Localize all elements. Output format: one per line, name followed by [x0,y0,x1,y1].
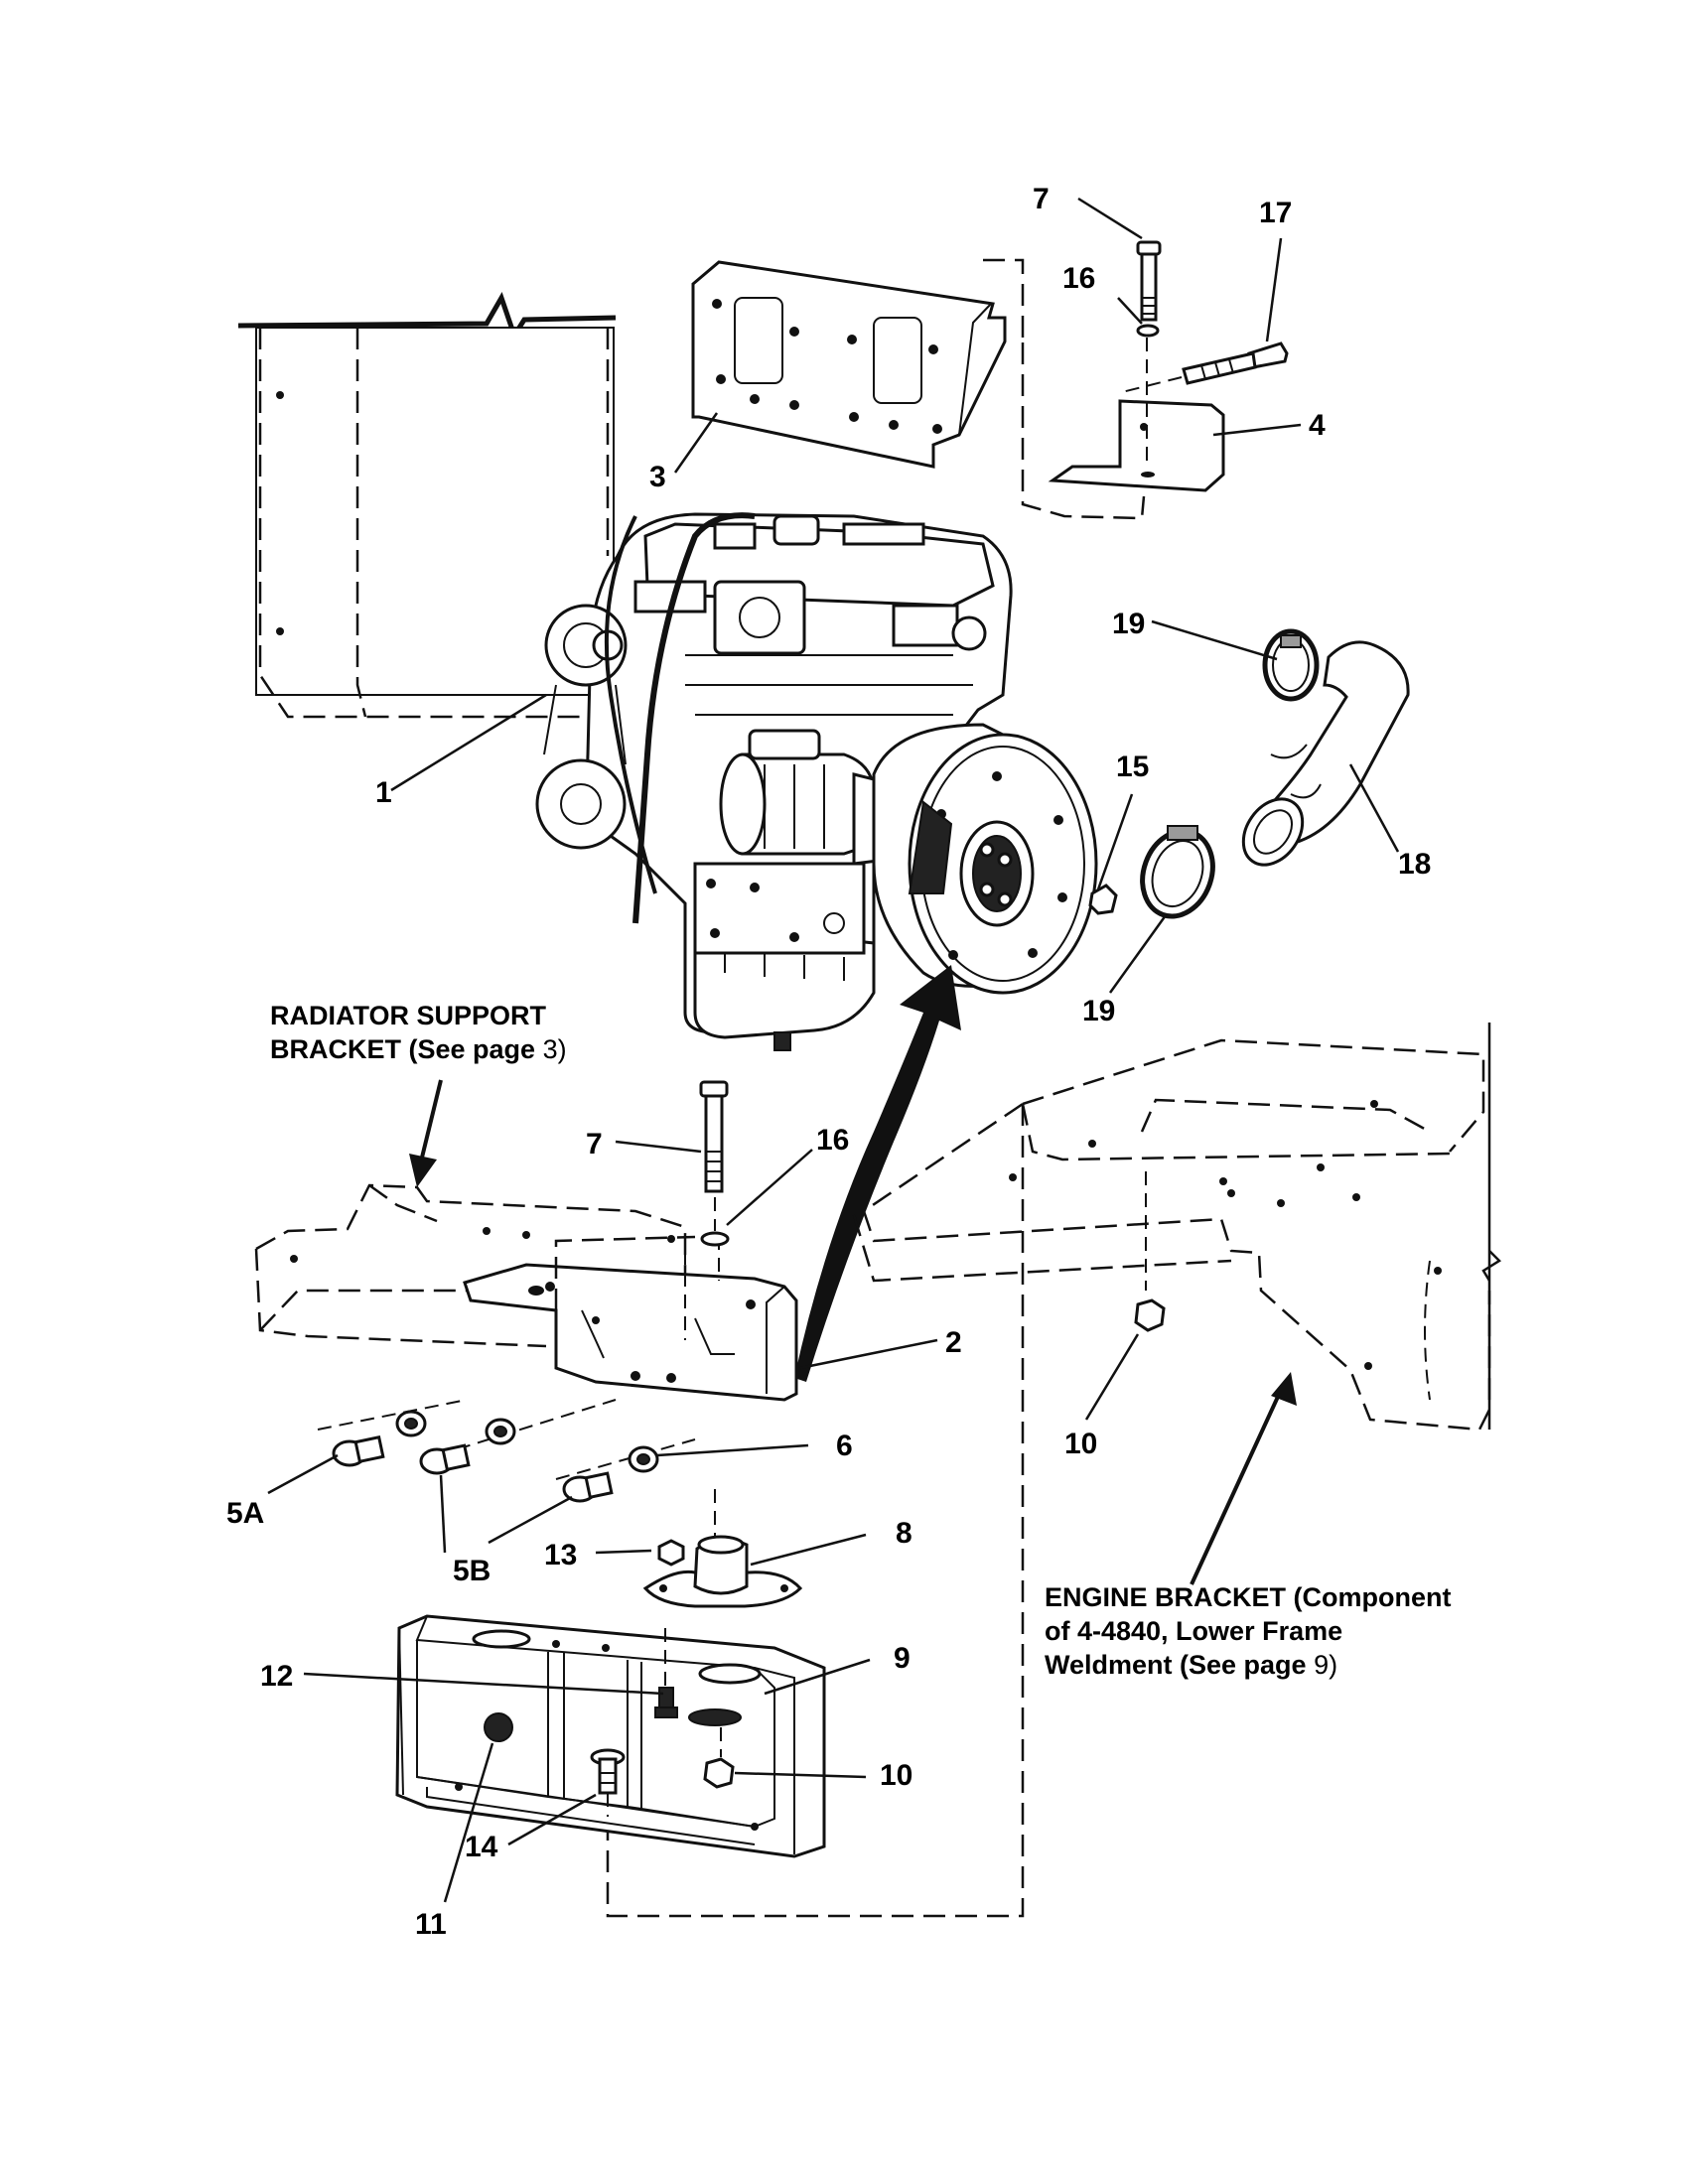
part-6-washer-a [395,1410,427,1437]
part-19-clamp-top [1262,628,1320,702]
callout-17: 17 [1259,197,1293,229]
callout-7-mid: 7 [586,1128,603,1160]
part-5b-bolt-b [562,1471,614,1503]
part-13-nut [657,1539,685,1567]
part-18-hose [1241,640,1410,867]
engine-bracket-note: ENGINE BRACKET (Component of 4-4840, Low… [1045,1580,1451,1682]
callout-13: 13 [544,1539,578,1571]
part-1-engine [535,512,1013,1051]
radiator-note-line1: RADIATOR SUPPORT [270,1001,547,1030]
part-10-nut-base [703,1757,735,1789]
callout-5b: 5B [453,1555,491,1587]
callout-11: 11 [415,1908,447,1941]
part-3-upper-bracket [691,260,1007,469]
part-5a-bolt [332,1434,385,1467]
part-16-washer-mid [700,1231,730,1247]
part-16-washer-top [1136,324,1160,338]
callout-19-low: 19 [1082,995,1116,1027]
callout-5a: 5A [226,1497,265,1530]
callout-1: 1 [375,776,392,809]
callout-10-low: 10 [880,1759,913,1792]
dash-guide-long [606,1104,1025,1918]
part-10-nut-frame [1134,1298,1166,1332]
part-6-washer-b [485,1418,516,1445]
callout-9: 9 [894,1642,911,1675]
note-pointers [409,1079,1297,1585]
callout-8: 8 [896,1517,912,1550]
leader-lines [267,197,1400,1903]
part-7-bolt-mid [699,1080,729,1193]
part-4-angle-bracket [1048,338,1225,492]
callout-18: 18 [1398,848,1432,881]
part-19-clamp-low [1140,825,1215,919]
callout-6: 6 [836,1430,853,1462]
part-9-mount-base [395,1614,826,1858]
callout-2: 2 [945,1326,962,1359]
part-14-bolt [590,1748,626,1817]
callout-3: 3 [649,461,666,493]
callout-4: 4 [1309,409,1326,442]
callout-7-top: 7 [1033,183,1050,215]
part-6-washer-c [628,1445,659,1473]
callout-14: 14 [465,1831,498,1863]
radiator-note-line2: BRACKET (See page 3) [270,1034,567,1064]
callout-16-mid: 16 [816,1124,850,1157]
dash-guide-upper [983,258,1025,342]
callout-19-top: 19 [1112,608,1146,640]
part-17-bolt [1121,341,1289,393]
part-7-bolt-top [1136,240,1162,322]
callout-15: 15 [1116,751,1150,783]
callout-10-mid: 10 [1064,1428,1098,1460]
callout-16-top: 16 [1062,262,1096,295]
assembly-arrow [794,965,961,1382]
part-15-plug [1088,884,1118,915]
radiator-support-note: RADIATOR SUPPORT BRACKET (See page 3) [270,999,567,1066]
engine-note-line1: ENGINE BRACKET (Component [1045,1582,1452,1612]
flywheel [872,723,1098,995]
engine-note-line2: of 4-4840, Lower Frame [1045,1616,1343,1646]
callout-12: 12 [260,1660,294,1693]
engine-bracket-frame [852,1023,1501,1432]
part-8-rubber-mount [642,1489,803,1608]
part-5b-bolt-a [419,1443,471,1475]
part-2-bracket [463,1263,798,1402]
engine-note-line3: Weldment (See page 9) [1045,1650,1338,1680]
